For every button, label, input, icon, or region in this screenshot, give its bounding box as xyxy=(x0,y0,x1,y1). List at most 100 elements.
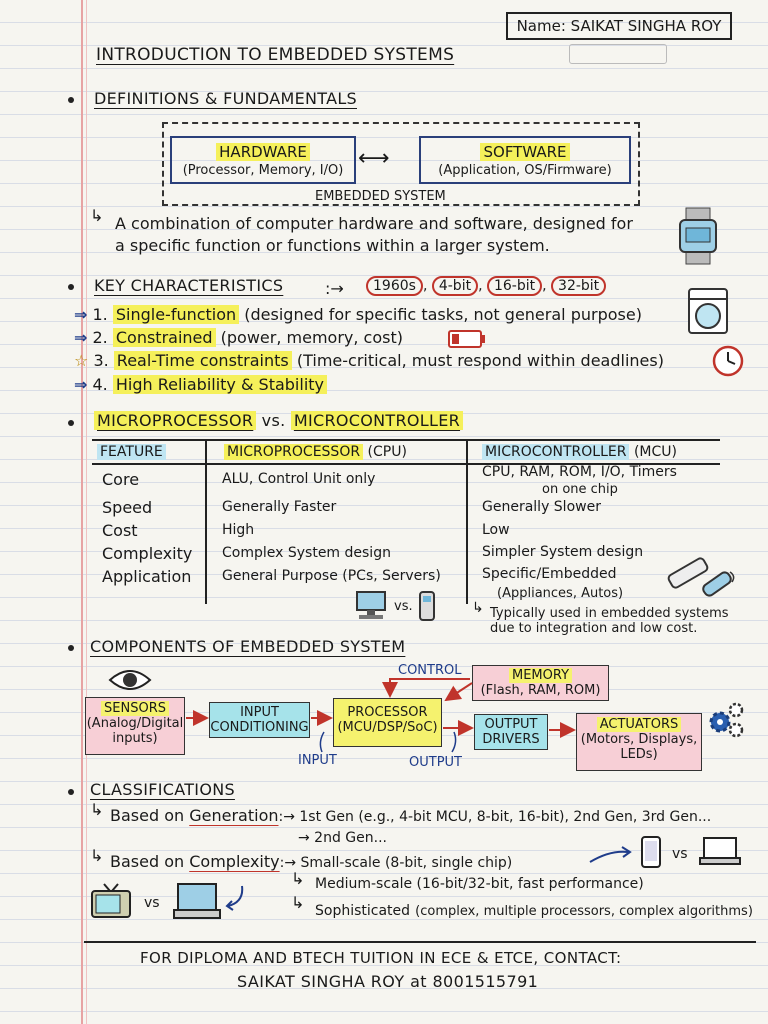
date-box xyxy=(569,44,667,64)
cx-line-2: Medium-scale (16-bit/32-bit, fast perfor… xyxy=(315,876,644,892)
input-conditioning-title: INPUT xyxy=(240,705,279,720)
item-number: 4. xyxy=(92,375,108,394)
item-desc: (Time-critical, must respond within dead… xyxy=(296,351,664,370)
input-label: INPUT xyxy=(298,753,337,768)
mc-note-line-1: Typically used in embedded systems xyxy=(490,606,729,621)
name-box: Name: SAIKAT SINGHA ROY xyxy=(506,12,732,40)
car-key-remote-icon xyxy=(702,571,735,597)
margin-line-inner xyxy=(86,0,87,1024)
double-arrow-icon: ⟷ xyxy=(358,146,390,171)
curved-arrow-icon xyxy=(589,846,632,863)
software-box: SOFTWARE (Application, OS/Firmware) xyxy=(419,136,631,184)
heading-microcontroller: MICROCONTROLLER xyxy=(290,411,464,430)
section-characteristics-heading: KEY CHARACTERISTICS xyxy=(94,276,284,295)
definition-line-2: a specific function or functions within … xyxy=(115,236,550,255)
item-key: Constrained xyxy=(112,328,216,347)
remote-control-icon xyxy=(667,557,709,589)
table-row-feature: Complexity xyxy=(102,544,193,563)
item-number: 1. xyxy=(92,305,108,324)
table-cell-mc: Specific/Embedded xyxy=(482,566,617,582)
embedded-system-label: EMBEDDED SYSTEM xyxy=(315,189,446,204)
bullet-5 xyxy=(68,789,74,795)
section-components-heading: COMPONENTS OF EMBEDDED SYSTEM xyxy=(90,637,406,656)
double-arrow-marker-icon: ⇒ xyxy=(74,375,88,394)
actuators-sub: (Motors, Displays, xyxy=(580,732,698,747)
table-cell-mp: High xyxy=(222,522,255,538)
mp-header-text: MICROPROCESSOR xyxy=(224,444,364,460)
memory-title: MEMORY xyxy=(508,668,573,683)
table-header-microprocessor: MICROPROCESSOR (CPU) xyxy=(224,444,407,460)
footer-line-2: SAIKAT SINGHA ROY at 8001515791 xyxy=(237,972,539,991)
table-cell-mp: ALU, Control Unit only xyxy=(222,471,376,487)
footer-line-1: FOR DIPLOMA AND BTECH TUITION IN ECE & E… xyxy=(140,949,622,967)
sensors-sub: (Analog/Digital xyxy=(86,716,184,731)
microcontroller-device-icon xyxy=(419,591,435,621)
mc-note-line-2: due to integration and low cost. xyxy=(490,621,698,636)
television-icon xyxy=(91,883,131,918)
bullet-4 xyxy=(68,645,74,651)
output-drivers-title: OUTPUT xyxy=(484,717,538,732)
branch-arrow-icon: ↳ xyxy=(291,893,305,912)
actuators-block: ACTUATORS (Motors, Displays, LEDs) xyxy=(576,713,702,771)
mp-header-abbr: (CPU) xyxy=(367,444,407,460)
cx-line-1: :→ Small-scale (8-bit, single chip) xyxy=(279,855,513,871)
characteristic-item: ⇒ 1. Single-function (designed for speci… xyxy=(74,305,642,324)
characteristic-item: ⇒ 2. Constrained (power, memory, cost) xyxy=(74,328,403,347)
gears-icon xyxy=(709,702,744,738)
gen-line-1: :→ 1st Gen (e.g., 4-bit MCU, 8-bit, 16-b… xyxy=(278,809,712,825)
classification-complexity: Based on Complexity:→ Small-scale (8-bit… xyxy=(110,852,512,871)
section-classifications-heading: CLASSIFICATIONS xyxy=(90,780,235,799)
era-tags: 1960s, 4-bit, 16-bit, 32-bit xyxy=(366,276,607,296)
eye-icon xyxy=(108,670,152,690)
input-conditioning-block: INPUT CONDITIONING xyxy=(209,702,310,738)
hardware-box: HARDWARE (Processor, Memory, I/O) xyxy=(170,136,356,184)
clock-icon xyxy=(712,345,744,377)
laptop-icon xyxy=(699,837,741,865)
table-header-underline xyxy=(92,463,720,465)
table-cell-mp: General Purpose (PCs, Servers) xyxy=(222,568,441,584)
margin-line xyxy=(81,0,83,1024)
sensors-block: SENSORS (Analog/Digital inputs) xyxy=(85,697,185,755)
characteristic-item: ☆ 3. Real-Time constraints (Time-critica… xyxy=(74,351,664,370)
cx-line-3-head: Sophisticated xyxy=(315,903,411,919)
star-icon: ☆ xyxy=(74,351,89,370)
turn-arrow-icon: ↳ xyxy=(90,800,104,819)
table-vs-text: vs. xyxy=(394,599,413,614)
actuators-sub2: LEDs) xyxy=(620,747,658,762)
cx-word: Complexity xyxy=(189,852,280,871)
bullet-3 xyxy=(68,420,74,426)
heading-vs: vs. xyxy=(261,411,286,430)
classification-generation: Based on Generation:→ 1st Gen (e.g., 4-b… xyxy=(110,806,711,825)
table-row-feature: Speed xyxy=(102,498,153,517)
table-cell-mc-sub: on one chip xyxy=(542,482,618,497)
output-drivers-block: OUTPUT DRIVERS xyxy=(474,714,548,750)
wristwatch-icon xyxy=(679,207,717,265)
section-definitions-heading: DEFINITIONS & FUNDAMENTALS xyxy=(94,89,357,108)
laptop-icon xyxy=(173,883,221,919)
table-row-feature: Application xyxy=(102,567,192,586)
heading-microprocessor: MICROPROCESSOR xyxy=(94,411,257,430)
vs-tv-laptop: vs xyxy=(144,895,160,911)
curved-arrow-icon xyxy=(225,885,244,911)
table-row-feature: Core xyxy=(102,470,140,489)
turn-arrow-icon: ↳ xyxy=(90,206,104,225)
item-number: 2. xyxy=(92,328,108,347)
table-cell-mp: Generally Faster xyxy=(222,499,337,515)
bullet-2 xyxy=(68,284,74,290)
sensors-title: SENSORS xyxy=(101,701,169,716)
characteristic-item: ⇒ 4. High Reliability & Stability xyxy=(74,375,328,394)
control-label: CONTROL xyxy=(398,663,462,678)
table-cell-mp: Complex System design xyxy=(222,545,391,561)
table-cell-mc: CPU, RAM, ROM, I/O, Timers xyxy=(482,464,677,480)
era-tag: 16-bit xyxy=(486,276,543,296)
double-arrow-marker-icon: ⇒ xyxy=(74,328,88,347)
sensors-sub2: inputs) xyxy=(112,731,158,746)
double-arrow-marker-icon: ⇒ xyxy=(74,305,88,324)
gen-prefix: Based on xyxy=(110,806,185,825)
era-tag: 4-bit xyxy=(431,276,479,296)
software-sub: (Application, OS/Firmware) xyxy=(438,163,612,178)
actuators-title: ACTUATORS xyxy=(596,717,682,732)
processor-title: PROCESSOR xyxy=(347,705,428,720)
cx-line-3-desc: (complex, multiple processors, complex a… xyxy=(415,904,753,919)
table-header-microcontroller: MICROCONTROLLER (MCU) xyxy=(482,444,677,460)
